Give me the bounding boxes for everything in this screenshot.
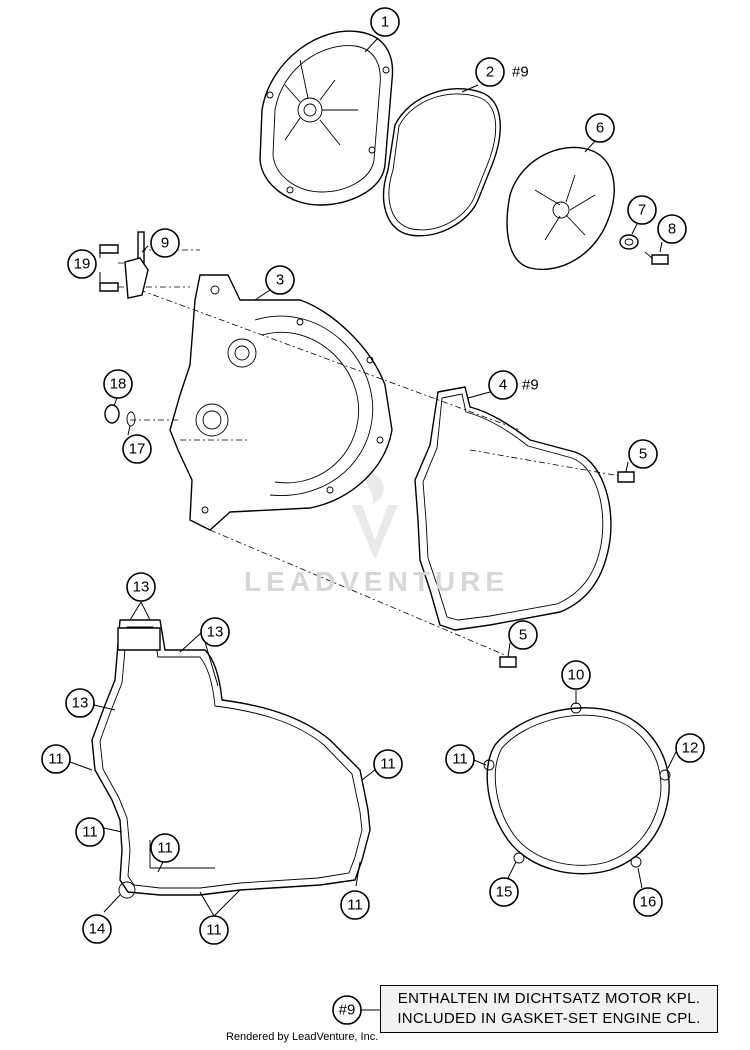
legend-line-en: INCLUDED IN GASKET-SET ENGINE CPL. bbox=[397, 1010, 701, 1027]
callout-18: 18 bbox=[103, 369, 133, 399]
svg-text:#9: #9 bbox=[339, 1002, 356, 1019]
callout-4: 4 bbox=[488, 370, 518, 400]
footer-credit: Rendered by LeadVenture, Inc. bbox=[226, 1031, 379, 1043]
callout-2-ref: #9 bbox=[512, 64, 529, 81]
svg-text:10: 10 bbox=[568, 667, 585, 684]
watermark: LEADVENTURE bbox=[244, 566, 510, 597]
callout-11-f: 11 bbox=[340, 890, 370, 920]
legend-line-de: ENTHALTEN IM DICHTSATZ MOTOR KPL. bbox=[397, 990, 701, 1007]
callout-13-top: 13 bbox=[126, 572, 156, 602]
callout-8: 8 bbox=[657, 214, 687, 244]
clutch-housing bbox=[169, 274, 393, 531]
clutch-shield bbox=[506, 146, 615, 270]
callout-3: 3 bbox=[265, 265, 295, 295]
svg-text:4: 4 bbox=[499, 377, 507, 394]
svg-text:5: 5 bbox=[519, 627, 527, 644]
svg-text:18: 18 bbox=[110, 376, 127, 393]
svg-text:16: 16 bbox=[640, 894, 657, 911]
callout-12: 12 bbox=[675, 733, 705, 763]
svg-text:11: 11 bbox=[82, 824, 98, 841]
callout-6: 6 bbox=[585, 113, 615, 143]
svg-text:13: 13 bbox=[72, 695, 89, 712]
callout-19: 19 bbox=[67, 249, 97, 279]
svg-text:13: 13 bbox=[207, 624, 224, 641]
callout-11-g: 11 bbox=[199, 915, 229, 945]
callout-11-b: 11 bbox=[373, 749, 403, 779]
svg-text:15: 15 bbox=[496, 884, 513, 901]
svg-text:5: 5 bbox=[639, 446, 647, 463]
svg-text:11: 11 bbox=[206, 922, 222, 939]
svg-text:9: 9 bbox=[161, 235, 169, 252]
callout-4-ref: #9 bbox=[522, 377, 539, 394]
callout-13-mid: 13 bbox=[200, 617, 230, 647]
bolts-19 bbox=[99, 244, 119, 292]
o-ring-gasket bbox=[382, 88, 501, 237]
watermark-logo bbox=[352, 470, 398, 560]
callout-7: 7 bbox=[627, 195, 657, 225]
svg-text:14: 14 bbox=[89, 921, 106, 938]
sensor-pin bbox=[124, 231, 149, 299]
callout-16: 16 bbox=[633, 887, 663, 917]
svg-text:1: 1 bbox=[381, 14, 389, 31]
clutch-cover-outer bbox=[259, 30, 394, 206]
callout-2: 2 bbox=[475, 57, 505, 87]
leader-lines bbox=[69, 37, 677, 917]
svg-text:17: 17 bbox=[129, 441, 146, 458]
svg-text:11: 11 bbox=[347, 897, 363, 914]
cover-gasket-lower-right bbox=[483, 702, 671, 875]
cover-gasket-upper bbox=[414, 386, 635, 668]
legend-box: ENTHALTEN IM DICHTSATZ MOTOR KPL. INCLUD… bbox=[380, 985, 718, 1033]
callout-11-c: 11 bbox=[445, 744, 475, 774]
svg-text:11: 11 bbox=[157, 840, 173, 857]
svg-text:3: 3 bbox=[276, 272, 284, 289]
callout-13-left: 13 bbox=[65, 688, 95, 718]
svg-text:13: 13 bbox=[133, 579, 150, 596]
svg-text:7: 7 bbox=[638, 202, 646, 219]
svg-text:11: 11 bbox=[452, 751, 468, 768]
svg-text:11: 11 bbox=[48, 751, 64, 768]
callout-10: 10 bbox=[561, 660, 591, 690]
callout-14: 14 bbox=[82, 914, 112, 944]
svg-text:12: 12 bbox=[682, 740, 699, 757]
nut-and-bolt bbox=[619, 234, 669, 265]
callout-17: 17 bbox=[122, 434, 152, 464]
callout-5-upper: 5 bbox=[628, 439, 658, 469]
callout-15: 15 bbox=[489, 877, 519, 907]
svg-text:19: 19 bbox=[74, 256, 91, 273]
callout-11-a: 11 bbox=[41, 744, 71, 774]
legend-ref-callout: #9 bbox=[332, 995, 362, 1025]
callout-9: 9 bbox=[150, 228, 180, 258]
svg-text:2: 2 bbox=[486, 64, 494, 81]
svg-text:6: 6 bbox=[596, 120, 604, 137]
svg-text:11: 11 bbox=[380, 756, 396, 773]
svg-text:8: 8 bbox=[668, 221, 676, 238]
plug-and-oring bbox=[104, 404, 136, 427]
callout-1: 1 bbox=[370, 7, 400, 37]
callout-11-d: 11 bbox=[75, 817, 105, 847]
cover-gasket-lower-left bbox=[91, 619, 371, 899]
callout-5-lower: 5 bbox=[508, 620, 538, 650]
callout-11-e: 11 bbox=[150, 833, 180, 863]
